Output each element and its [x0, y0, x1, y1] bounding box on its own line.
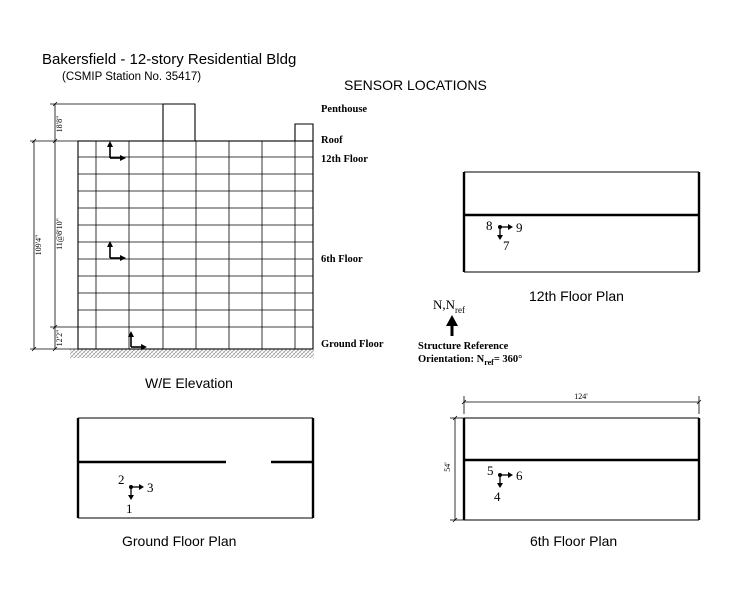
roof-structure-outline	[294, 123, 314, 141]
plan-ground-floor: 2 3 1 Ground Floor Plan	[76, 417, 315, 549]
channel-1: 1	[126, 501, 133, 516]
sensor-symbol-12th-plan	[497, 224, 513, 240]
channel-3: 3	[147, 480, 154, 495]
channel-9: 9	[516, 220, 523, 235]
channel-5: 5	[487, 463, 494, 478]
diagram-title: Bakersfield - 12-story Residential Bldg	[42, 51, 296, 68]
channel-7: 7	[503, 238, 510, 253]
dim-plan-depth: 54'	[443, 462, 452, 472]
dim-plan-width: 124'	[574, 392, 588, 401]
dimension-lines	[30, 101, 163, 352]
sensor-symbol-ground-plan	[128, 484, 144, 500]
sensor-symbol-roof	[107, 141, 126, 161]
label-12th-floor: 12th Floor	[321, 154, 368, 165]
label-6th-floor: 6th Floor	[321, 254, 363, 265]
plan-12th-caption: 12th Floor Plan	[529, 288, 624, 304]
label-ground-floor: Ground Floor	[321, 339, 384, 350]
channel-6: 6	[516, 468, 523, 483]
orientation-block: N,Nref Structure Reference Orientation: …	[418, 297, 522, 367]
column-lines	[95, 141, 296, 349]
sensor-symbol-6th-plan	[497, 472, 513, 488]
channel-2: 2	[118, 472, 125, 487]
plan-6th-caption: 6th Floor Plan	[530, 533, 617, 549]
penthouse-outline	[162, 103, 196, 141]
dim-first-story: 12'2"	[55, 330, 64, 347]
building-outline	[77, 140, 314, 350]
dim-penthouse-height: 18'8"	[55, 116, 64, 133]
dim-total-height: 109'4"	[34, 235, 43, 256]
north-arrow-icon	[446, 315, 458, 326]
elevation-caption: W/E Elevation	[145, 375, 233, 391]
channel-4: 4	[494, 489, 501, 504]
sensor-locations-heading: SENSOR LOCATIONS	[344, 77, 487, 93]
dim-typical-story: 11@8'10"	[55, 218, 64, 250]
station-number: (CSMIP Station No. 35417)	[62, 71, 201, 83]
sensor-symbol-6th	[107, 241, 126, 261]
plan-12th-floor: 8 9 7 12th Floor Plan	[462, 171, 701, 304]
channel-8: 8	[486, 218, 493, 233]
north-label: N,Nref	[433, 297, 465, 315]
label-roof: Roof	[321, 135, 343, 146]
label-penthouse: Penthouse	[321, 104, 367, 115]
floor-lines	[78, 156, 313, 328]
orientation-line-2: Orientation: Nref= 360°	[418, 354, 522, 367]
orientation-line-1: Structure Reference	[418, 341, 509, 352]
plan-6th-floor: 124' 54' 5 6 4 6th Floor Plan	[443, 392, 702, 549]
sensor-symbol-ground	[128, 331, 147, 350]
plan-ground-caption: Ground Floor Plan	[122, 533, 236, 549]
elevation-view: Penthouse Roof 12th Floor 6th Floor Grou…	[30, 101, 384, 391]
ground-hatch	[70, 349, 314, 358]
